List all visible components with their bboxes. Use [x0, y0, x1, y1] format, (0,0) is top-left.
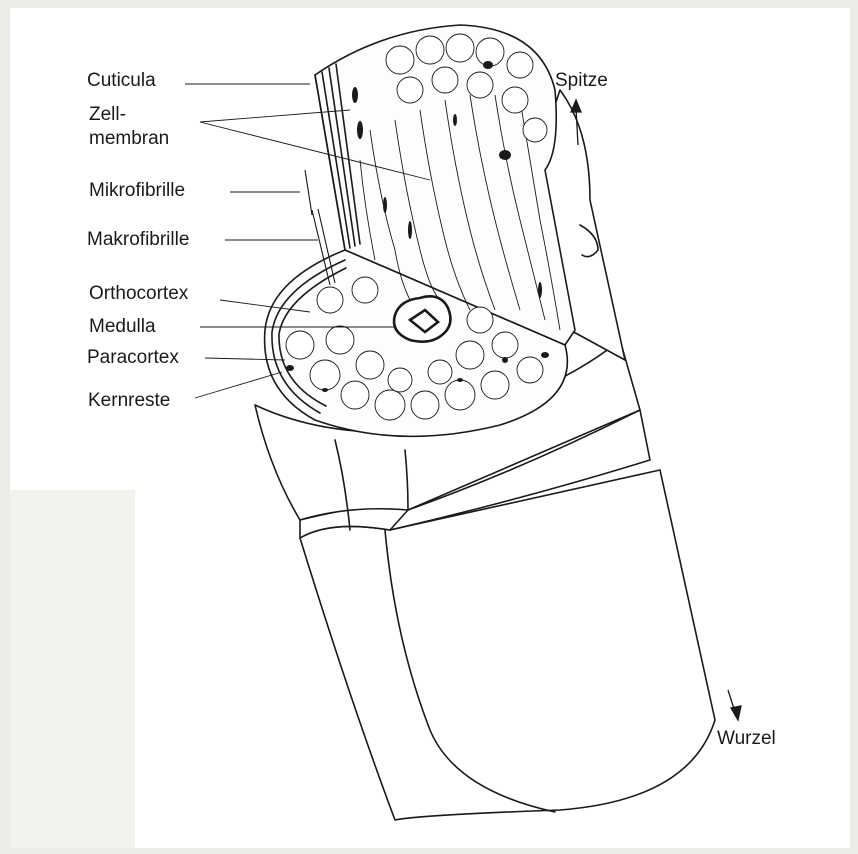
cell [481, 371, 509, 399]
cell [286, 331, 314, 359]
cell [456, 341, 484, 369]
cell [388, 368, 412, 392]
label-medulla: Medulla [89, 316, 156, 338]
nucleus [483, 61, 493, 69]
cell [386, 46, 414, 74]
cell [375, 390, 405, 420]
cell [416, 36, 444, 64]
cell [341, 381, 369, 409]
cell [467, 307, 493, 333]
cell [397, 77, 423, 103]
cell [356, 351, 384, 379]
nucleus [357, 121, 363, 139]
cell [502, 87, 528, 113]
cell [467, 72, 493, 98]
paper-shadow-left [10, 490, 135, 848]
nucleus [453, 114, 457, 126]
label-wurzel: Wurzel [717, 728, 776, 750]
nucleus [352, 87, 358, 103]
cell [523, 118, 547, 142]
label-spitze: Spitze [555, 70, 608, 92]
cell [445, 380, 475, 410]
cell [411, 391, 439, 419]
nucleus [538, 282, 542, 298]
label-zellmembran-line2: membran [89, 128, 169, 150]
nucleus [502, 357, 508, 363]
nucleus [286, 365, 294, 371]
label-mikrofibrille: Mikrofibrille [89, 180, 185, 202]
nucleus [383, 197, 387, 213]
nucleus [499, 150, 511, 160]
label-orthocortex: Orthocortex [89, 283, 188, 305]
cell [446, 34, 474, 62]
label-paracortex: Paracortex [87, 347, 179, 369]
cell [317, 287, 343, 313]
cell [432, 67, 458, 93]
cell [492, 332, 518, 358]
cell [517, 357, 543, 383]
label-zellmembran-line1: Zell- [89, 104, 126, 126]
cell [310, 360, 340, 390]
label-cuticula: Cuticula [87, 70, 156, 92]
cell [507, 52, 533, 78]
label-makrofibrille: Makrofibrille [87, 229, 189, 251]
nucleus [457, 378, 463, 382]
label-kernreste: Kernreste [88, 390, 170, 412]
medulla-core [394, 296, 450, 341]
nucleus [408, 221, 412, 239]
nucleus [541, 352, 549, 358]
cell [326, 326, 354, 354]
nucleus [322, 388, 328, 392]
cell [428, 360, 452, 384]
cell [352, 277, 378, 303]
